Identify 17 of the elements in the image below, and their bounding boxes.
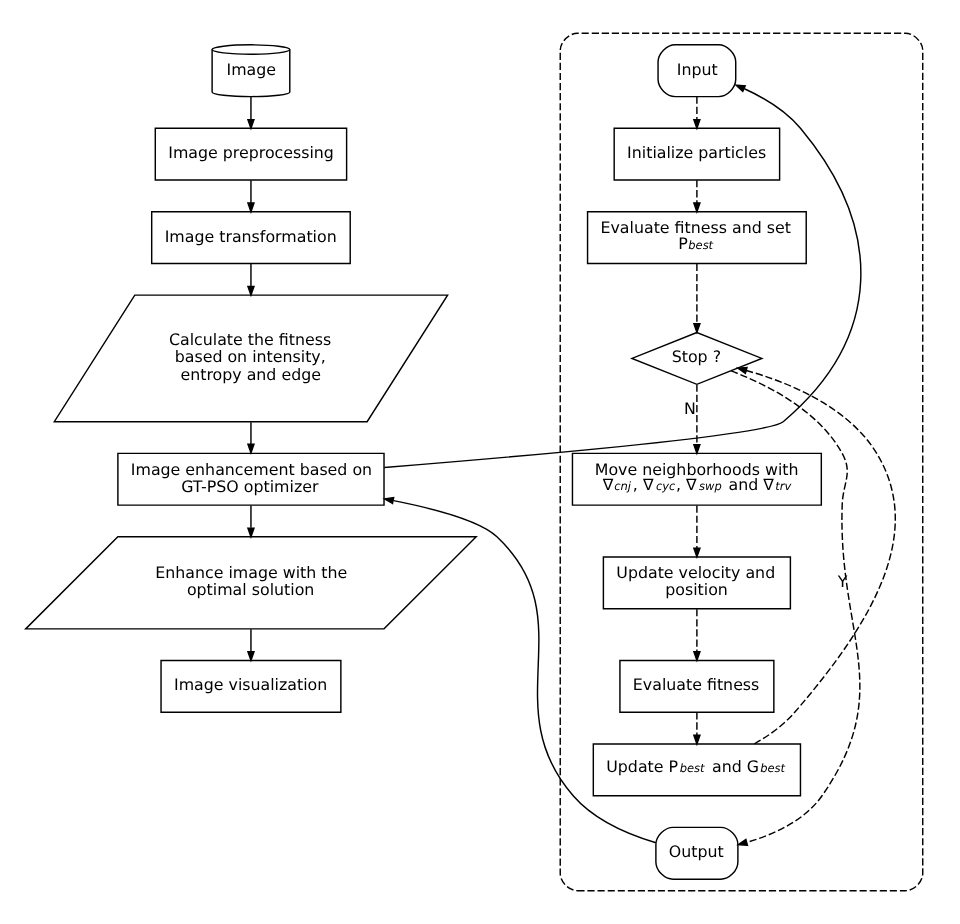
arrow — [692, 608, 701, 663]
arrow — [692, 384, 701, 456]
arrow — [692, 504, 701, 559]
arrow — [382, 496, 657, 844]
arrow — [246, 628, 255, 663]
arrow — [730, 370, 861, 847]
arrow — [692, 263, 701, 335]
arrow — [246, 421, 255, 456]
arrow — [246, 179, 255, 214]
arrow — [246, 96, 255, 131]
arrow — [246, 263, 255, 298]
cluster — [559, 32, 924, 892]
arrow — [383, 84, 862, 469]
arrow — [692, 711, 701, 747]
arrow — [692, 179, 701, 214]
arrow — [692, 96, 701, 131]
arrow — [246, 504, 255, 539]
